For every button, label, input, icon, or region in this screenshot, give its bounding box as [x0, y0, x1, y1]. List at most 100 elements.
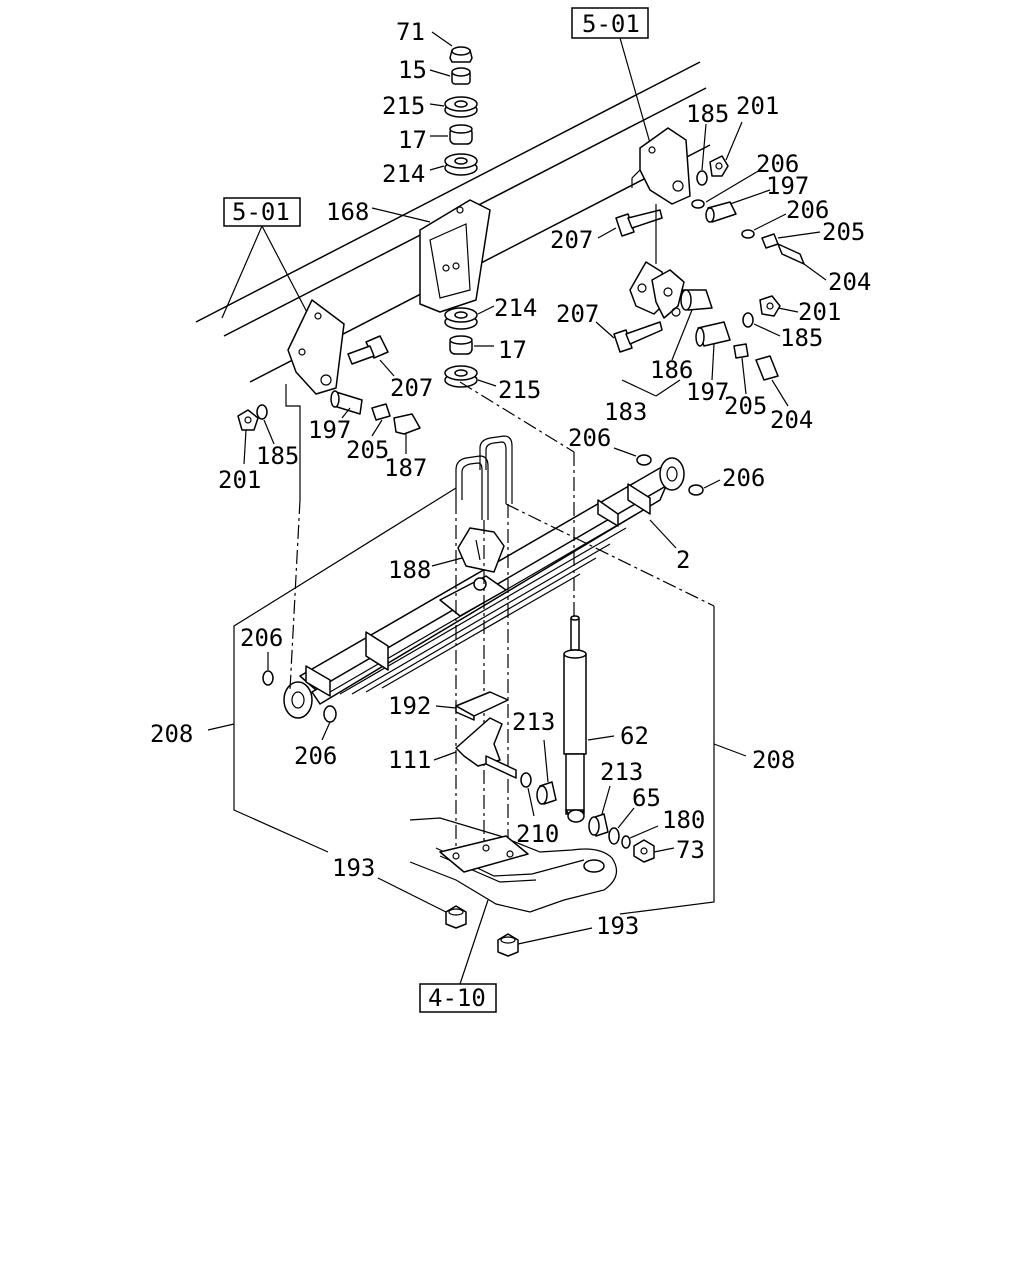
bolt-207-top-right: 207 — [550, 209, 663, 254]
bracket-168: 168 — [326, 198, 491, 313]
svg-text:215: 215 — [382, 92, 425, 120]
bumper-188: 188 — [388, 527, 505, 584]
svg-text:5-01: 5-01 — [232, 198, 290, 226]
shock-absorber-62: 62 — [563, 615, 649, 823]
svg-text:168: 168 — [326, 198, 369, 226]
collar-17-lower: 17 — [449, 335, 527, 364]
svg-text:201: 201 — [798, 298, 841, 326]
svg-text:214: 214 — [494, 294, 537, 322]
bracket-line-208-right: 208 — [619, 606, 795, 915]
svg-text:17: 17 — [498, 336, 527, 364]
bolt-207-mid: 207 — [556, 300, 663, 353]
washer-185-mid: 185 — [742, 312, 823, 352]
svg-text:204: 204 — [770, 406, 813, 434]
washer-206-left-1: 206 — [240, 624, 283, 686]
alignment-lines — [289, 381, 715, 860]
svg-text:183: 183 — [604, 398, 647, 426]
svg-text:206: 206 — [294, 742, 337, 770]
bolt-207-left: 207 — [347, 335, 433, 402]
nipple-205-top-right: 205 — [761, 218, 865, 249]
svg-text:215: 215 — [498, 376, 541, 404]
center-bolt-head — [473, 577, 487, 591]
grease-fitting-187: 187 — [384, 413, 427, 482]
washer-206-right: 206 — [688, 464, 765, 496]
washer-210: 210 — [516, 772, 559, 848]
ref-box-axle: 4-10 — [419, 899, 497, 1013]
collar-17-top: 17 — [398, 124, 473, 154]
nut-73: 73 — [633, 836, 705, 864]
washer-206-left-2: 206 — [294, 705, 337, 770]
svg-text:185: 185 — [780, 324, 823, 352]
bushing-186: 186 — [650, 289, 713, 384]
nut-201-top-right: 201 — [709, 92, 779, 177]
svg-text:214: 214 — [382, 160, 425, 188]
svg-text:5-01: 5-01 — [582, 10, 640, 38]
washer-65: 65 — [608, 784, 661, 845]
shock-bracket-111: 111 — [388, 717, 517, 779]
ref-box-frame-top-right: 5-01 — [571, 7, 653, 151]
svg-text:197: 197 — [686, 378, 729, 406]
svg-text:187: 187 — [384, 454, 427, 482]
washer-15: 15 — [398, 56, 471, 85]
svg-text:207: 207 — [390, 374, 433, 402]
svg-text:193: 193 — [332, 854, 375, 882]
nut-193-right: 193 — [497, 912, 639, 957]
rubber-215-top: 215 — [382, 92, 478, 120]
washer-185-top-right: 185 — [686, 100, 729, 186]
svg-text:206: 206 — [786, 196, 829, 224]
rubber-215-lower: 215 — [444, 365, 541, 404]
svg-text:197: 197 — [766, 172, 809, 200]
svg-text:208: 208 — [752, 746, 795, 774]
svg-text:205: 205 — [822, 218, 865, 246]
rubber-214-top: 214 — [382, 153, 478, 188]
bush-213-b: 213 — [588, 758, 643, 837]
nut-201-mid: 201 — [759, 295, 841, 326]
front-hanger-bracket — [631, 127, 691, 205]
svg-text:192: 192 — [388, 692, 431, 720]
svg-text:185: 185 — [256, 442, 299, 470]
svg-text:210: 210 — [516, 820, 559, 848]
svg-text:208: 208 — [150, 720, 193, 748]
u-bolt-right — [479, 435, 513, 504]
leaf-spring-2: 2 — [283, 457, 690, 719]
washer-206-eye: 206 — [568, 424, 652, 466]
svg-text:62: 62 — [620, 722, 649, 750]
rear-hanger-bracket — [285, 299, 345, 500]
nut-193-left: 193 — [332, 854, 467, 929]
nut-201-left: 201 — [218, 409, 261, 494]
shackle-183: 183 — [604, 261, 685, 426]
pin-197-top-right: 197 — [705, 172, 809, 223]
rubber-214-lower: 214 — [444, 294, 537, 330]
u-bolt-left — [455, 455, 489, 520]
svg-text:111: 111 — [388, 746, 431, 774]
svg-text:201: 201 — [736, 92, 779, 120]
front-axle — [409, 817, 618, 913]
washer-206-top-right: 206 — [691, 150, 799, 209]
ref-box-frame-left: 5-01 — [221, 197, 311, 319]
svg-text:2: 2 — [676, 546, 690, 574]
grease-fitting-204-mid: 204 — [755, 355, 813, 434]
pin-197-left: 197 — [308, 390, 363, 444]
bush-213-a: 213 — [512, 708, 557, 805]
nipple-205-mid: 205 — [724, 343, 767, 420]
pin-197-mid: 197 — [686, 321, 731, 406]
svg-text:205: 205 — [724, 392, 767, 420]
svg-text:206: 206 — [756, 150, 799, 178]
svg-text:71: 71 — [396, 18, 425, 46]
svg-text:193: 193 — [596, 912, 639, 940]
svg-text:206: 206 — [568, 424, 611, 452]
washer-185-left: 185 — [256, 404, 299, 470]
svg-text:73: 73 — [676, 836, 705, 864]
svg-text:213: 213 — [600, 758, 643, 786]
svg-text:180: 180 — [662, 806, 705, 834]
grease-fitting-204-top-right: 204 — [777, 243, 871, 296]
svg-text:197: 197 — [308, 416, 351, 444]
svg-text:204: 204 — [828, 268, 871, 296]
washer-180: 180 — [621, 806, 705, 849]
washer-206-top-right-2: 206 — [741, 196, 829, 239]
nipple-205-left: 205 — [346, 403, 391, 464]
svg-text:205: 205 — [346, 436, 389, 464]
svg-text:186: 186 — [650, 356, 693, 384]
svg-text:206: 206 — [722, 464, 765, 492]
